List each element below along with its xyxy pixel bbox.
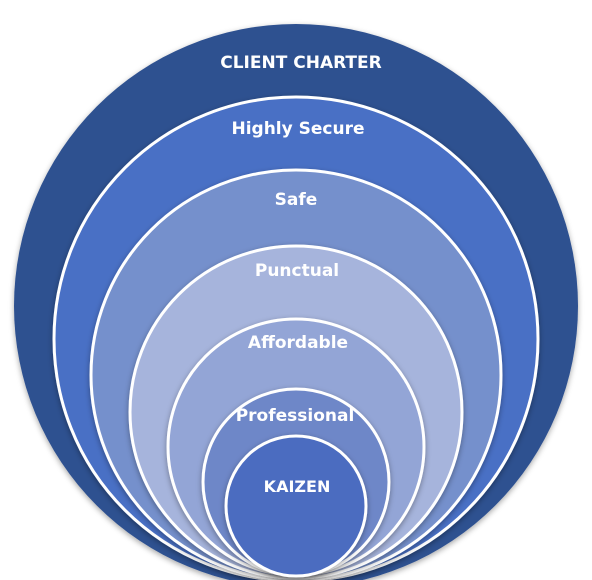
label-group: CLIENT CHARTER Highly Secure Safe Punctu…: [220, 53, 381, 496]
label-highly-secure: Highly Secure: [231, 119, 364, 139]
label-kaizen: KAIZEN: [264, 477, 331, 496]
label-safe: Safe: [275, 190, 318, 210]
label-professional: Professional: [236, 406, 355, 426]
ring-kaizen: [224, 434, 368, 578]
ring-group: [14, 24, 578, 580]
label-affordable: Affordable: [248, 333, 348, 353]
label-punctual: Punctual: [255, 261, 339, 281]
label-client-charter: CLIENT CHARTER: [220, 53, 381, 73]
